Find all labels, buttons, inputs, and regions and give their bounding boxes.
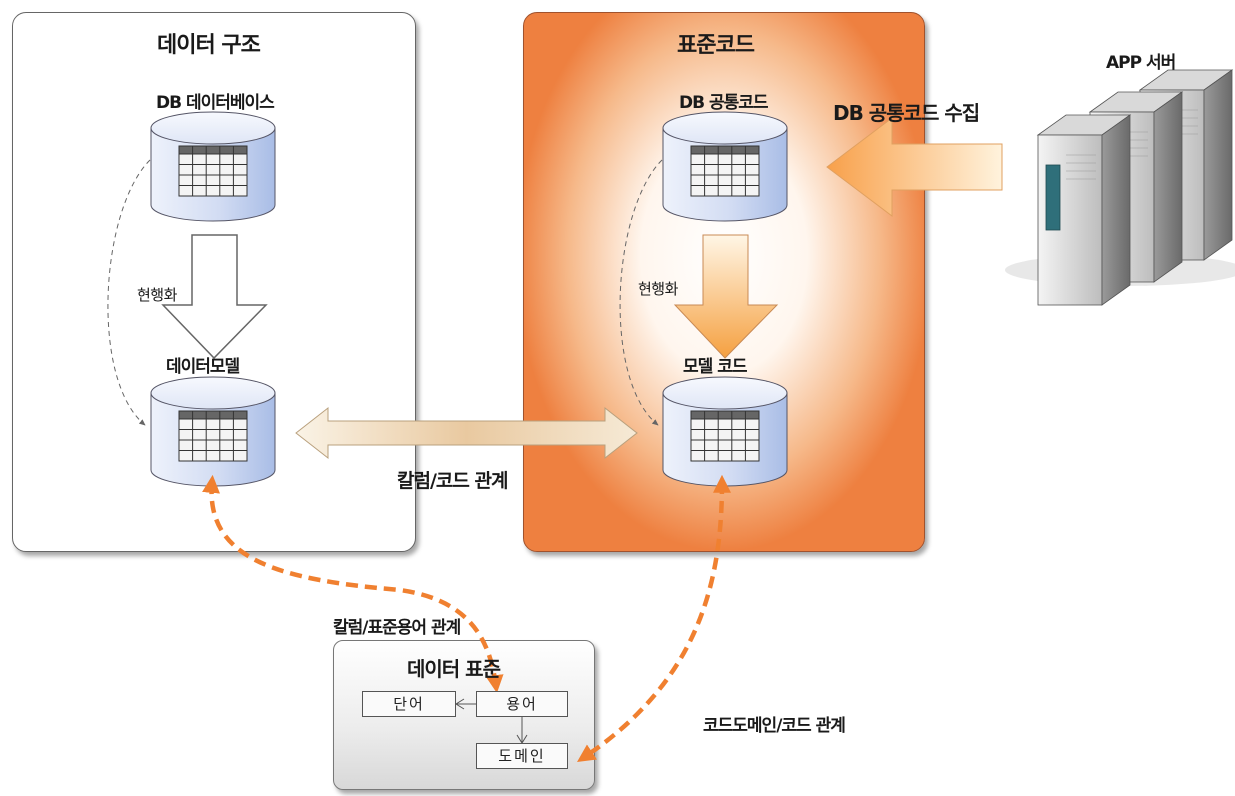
db-database-label: DB 데이터베이스 [156, 93, 275, 113]
app-server-label: APP 서버 [1106, 53, 1176, 73]
db-database-cylinder [150, 111, 276, 222]
left-down-arrow [161, 234, 268, 360]
domain-code-dashed-arrow [577, 474, 731, 762]
term-box: 용어 [476, 691, 568, 717]
model-code-cylinder [662, 376, 788, 487]
domain-code-relation-label: 코드도메인/코드 관계 [703, 716, 846, 736]
word-box: 단어 [362, 691, 456, 717]
data-standard-title: 데이터 표준 [407, 657, 501, 681]
middle-reverse-label: 현행화 [638, 280, 678, 298]
middle-reverse-dashed-arrow [619, 159, 663, 426]
left-reverse-label: 현행화 [137, 286, 177, 304]
data-model-label: 데이터모델 [166, 357, 240, 377]
domain-box: 도메인 [476, 743, 568, 769]
db-common-code-cylinder [662, 111, 788, 222]
collect-arrow [826, 116, 1003, 218]
column-code-relation-label: 칼럼/코드 관계 [397, 470, 508, 492]
data-structure-title: 데이터 구조 [157, 33, 261, 58]
data-model-cylinder [150, 376, 276, 487]
model-code-label: 모델 코드 [683, 357, 747, 377]
app-server-image [1005, 69, 1235, 306]
middle-down-arrow [673, 234, 779, 359]
collect-label: DB 공통코드 수집 [833, 101, 980, 125]
left-reverse-dashed-arrow [107, 159, 151, 426]
column-code-double-arrow [295, 406, 638, 460]
db-common-code-label: DB 공통코드 [679, 93, 769, 113]
column-term-relation-label: 칼럼/표준용어 관계 [333, 618, 461, 638]
column-term-dashed-arrow [202, 474, 504, 694]
standard-code-title: 표준코드 [677, 33, 755, 58]
